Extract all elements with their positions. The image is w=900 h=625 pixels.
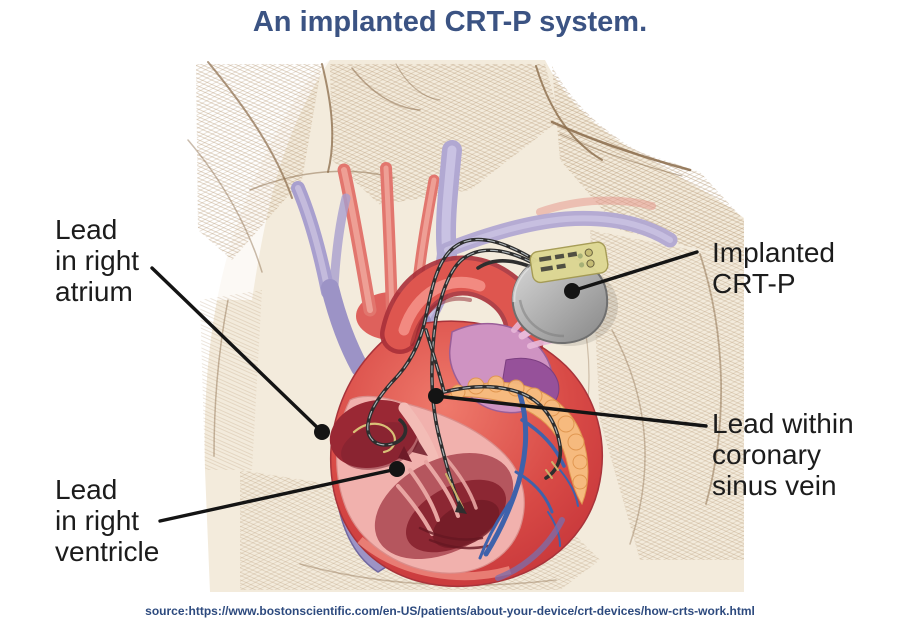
label-line: CRT-P [712,268,796,299]
body-contour-lines [187,61,723,586]
label-line: Lead [55,214,118,245]
label-line: in right [55,505,140,536]
label-line: in right [55,245,140,276]
callout-line-crtp-device [570,250,699,293]
coronary-veins [478,391,579,560]
label-lead-right-atrium: Lead in right atrium [55,214,139,307]
figure-title: An implanted CRT-P system. [252,6,648,38]
pacemaker-device [511,241,618,346]
callout-dot-crtp-device [564,283,580,299]
label-line: Lead within [712,408,854,439]
callout-dot-coronary-sinus [428,388,444,404]
label-line: Implanted [712,237,835,268]
label-line: sinus vein [712,470,837,501]
label-line: coronary [712,439,821,470]
callout-line-right-ventricle [158,467,399,523]
pacing-leads-inner [352,316,563,514]
header-connector-slots [538,251,578,272]
device-header [529,241,609,284]
callouts [150,250,708,523]
callout-dot-right-atrium [314,424,330,440]
source-url: source:https://www.bostonscientific.com/… [145,604,755,618]
fat-and-coronary-vessels [445,375,589,581]
label-line: Lead [55,474,118,505]
label-implanted-crtp: Implanted CRT-P [712,237,835,299]
callout-line-coronary-sinus [434,394,708,428]
callout-dot-right-ventricle [389,461,405,477]
label-lead-coronary-sinus: Lead within coronary sinus vein [712,408,854,501]
label-lead-right-ventricle: Lead in right ventricle [55,474,159,567]
callout-line-right-atrium [150,266,324,434]
label-line: atrium [55,276,133,307]
label-line: ventricle [55,536,160,567]
